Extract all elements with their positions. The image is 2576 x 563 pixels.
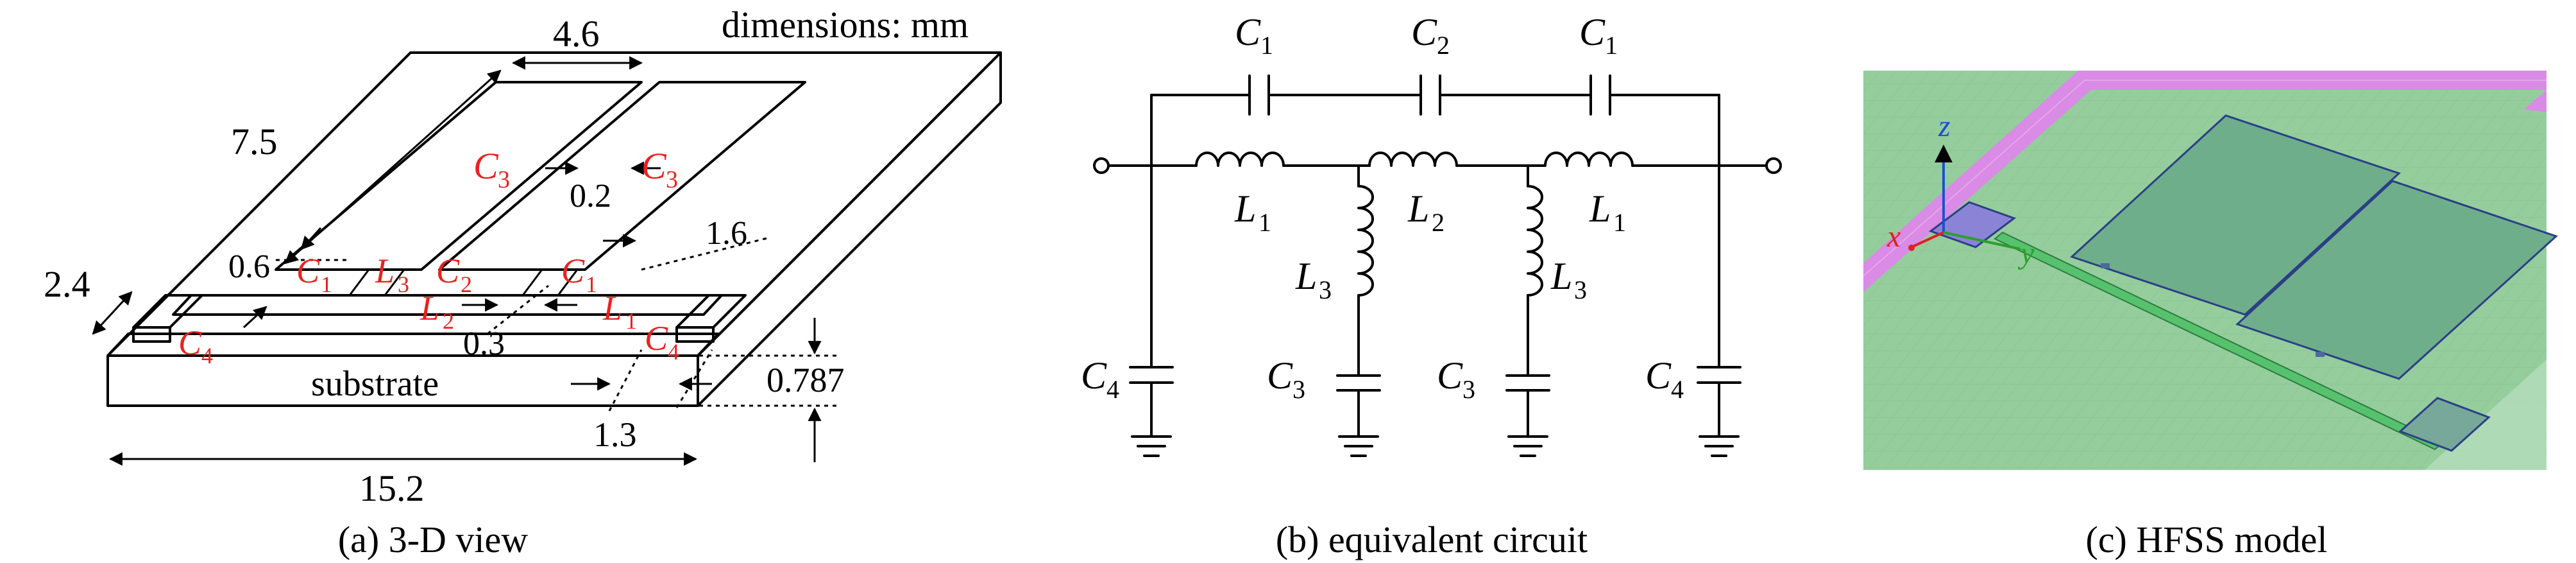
cb-label-c3-left: C — [1267, 354, 1293, 397]
label-c3-left: C — [473, 145, 499, 187]
caption-hfss-model: (c) HFSS model — [2086, 519, 2328, 560]
inductor-l1-left — [1195, 152, 1285, 167]
label-c1-left: C — [296, 252, 320, 290]
cb-label-c4-right: C — [1645, 354, 1672, 397]
hfss-axis-x — [1911, 231, 1944, 248]
inductor-l1-right — [1544, 152, 1634, 167]
shunt-c4-left — [1129, 164, 1174, 457]
hfss-axis-y — [1943, 231, 2021, 250]
shunt-branch-right — [1505, 164, 1550, 457]
hfss-axis-x-label: x — [1886, 220, 1901, 254]
cb-label-c1-left-sub: 1 — [1260, 31, 1273, 60]
cb-label-l1-left: L — [1234, 187, 1256, 230]
inductor-l2 — [1368, 152, 1458, 167]
cb-label-c3-left-sub: 3 — [1292, 375, 1305, 404]
pad-left — [132, 294, 203, 329]
dim-0.6: 0.6 — [228, 248, 270, 285]
hfss-edge-strip-top — [1863, 71, 2546, 292]
dim-15.2: 15.2 — [359, 467, 425, 509]
cb-label-c4-left-sub: 4 — [1106, 375, 1119, 404]
dim-0.2: 0.2 — [570, 178, 611, 214]
label-l2: L — [419, 289, 439, 327]
substrate-label: substrate — [311, 364, 439, 404]
cb-label-c4-right-sub: 4 — [1671, 375, 1684, 404]
label-c3-right-sub: 3 — [666, 166, 678, 193]
panel-hfss-model: z y x (c) HFSS model — [1863, 71, 2558, 560]
cb-label-l2-sub: 2 — [1432, 208, 1445, 237]
patch-left — [275, 81, 643, 271]
port-left — [1093, 157, 1110, 174]
dim-1.3: 1.3 — [593, 415, 637, 454]
hfss-pad-right — [2398, 397, 2491, 452]
caption-equivalent-circuit: (b) equivalent circuit — [1276, 519, 1588, 560]
hfss-axis-y-label: y — [2017, 236, 2035, 270]
cb-label-c1-right-sub: 1 — [1605, 31, 1618, 60]
hfss-patch-left — [2070, 114, 2401, 316]
dim-2.4: 2.4 — [44, 263, 90, 305]
cb-label-l3-right: L — [1550, 255, 1572, 297]
cb-label-l1-right: L — [1589, 187, 1611, 230]
dim-7.5: 7.5 — [231, 121, 278, 162]
dim-0.787: 0.787 — [767, 361, 845, 399]
hfss-patch-right — [2235, 180, 2558, 380]
pad-right — [675, 294, 747, 329]
dim-4.6: 4.6 — [553, 13, 600, 55]
port-right — [1765, 157, 1782, 174]
label-c1-left-sub: 1 — [321, 272, 332, 297]
label-c4-right-sub: 4 — [668, 339, 679, 365]
hfss-axis-z-label: z — [1938, 109, 1951, 143]
label-l2-sub: 2 — [443, 308, 454, 334]
substrate-top-strip — [106, 333, 720, 357]
cb-label-c3-right: C — [1437, 354, 1463, 397]
label-l1-sub: 1 — [625, 308, 637, 334]
label-c1-right-sub: 1 — [586, 272, 597, 297]
label-c1-right: C — [561, 252, 585, 290]
dim-0.3: 0.3 — [463, 325, 505, 362]
label-c2-sub: 2 — [461, 272, 472, 297]
cb-label-l1-left-sub: 1 — [1258, 208, 1271, 237]
panel-3d-view: 4.6 dimensions: mm 7.5 C 3 C 3 0.2 1.6 0… — [44, 4, 1002, 560]
label-l3-sub: 3 — [398, 272, 409, 297]
caption-3d-view: (a) 3-D view — [338, 519, 528, 560]
label-c4-left-sub: 4 — [201, 343, 213, 368]
shunt-branch-left — [1336, 164, 1381, 457]
cb-label-c1-left: C — [1235, 11, 1261, 53]
cb-label-l3-left: L — [1295, 255, 1317, 297]
label-l1: L — [602, 289, 622, 327]
panel-equivalent-circuit: C 1 C 2 C 1 L 1 L 2 L 1 — [1081, 11, 1782, 560]
units-note: dimensions: mm — [722, 4, 969, 46]
label-l3: L — [375, 252, 394, 290]
label-c4-left: C — [178, 324, 202, 362]
cb-label-c3-right-sub: 3 — [1462, 375, 1475, 404]
cb-label-l1-right-sub: 1 — [1613, 208, 1626, 237]
label-c3-left-sub: 3 — [498, 166, 510, 193]
cb-label-l3-right-sub: 3 — [1574, 275, 1587, 304]
cb-label-c2: C — [1411, 11, 1437, 53]
cb-label-l3-left-sub: 3 — [1319, 275, 1332, 304]
label-c2: C — [436, 252, 460, 290]
patch-right — [438, 81, 806, 271]
label-c3-right: C — [641, 145, 667, 187]
dim-1.6: 1.6 — [706, 215, 747, 252]
hfss-pad-left — [1928, 201, 2017, 248]
label-c4-right: C — [645, 319, 668, 358]
shunt-c4-right — [1697, 164, 1741, 457]
cb-label-c2-sub: 2 — [1437, 31, 1450, 60]
board-top-face — [106, 51, 1002, 357]
cb-label-c1-right: C — [1579, 11, 1606, 53]
cb-label-l2: L — [1407, 187, 1429, 230]
cb-label-c4-left: C — [1081, 354, 1107, 397]
